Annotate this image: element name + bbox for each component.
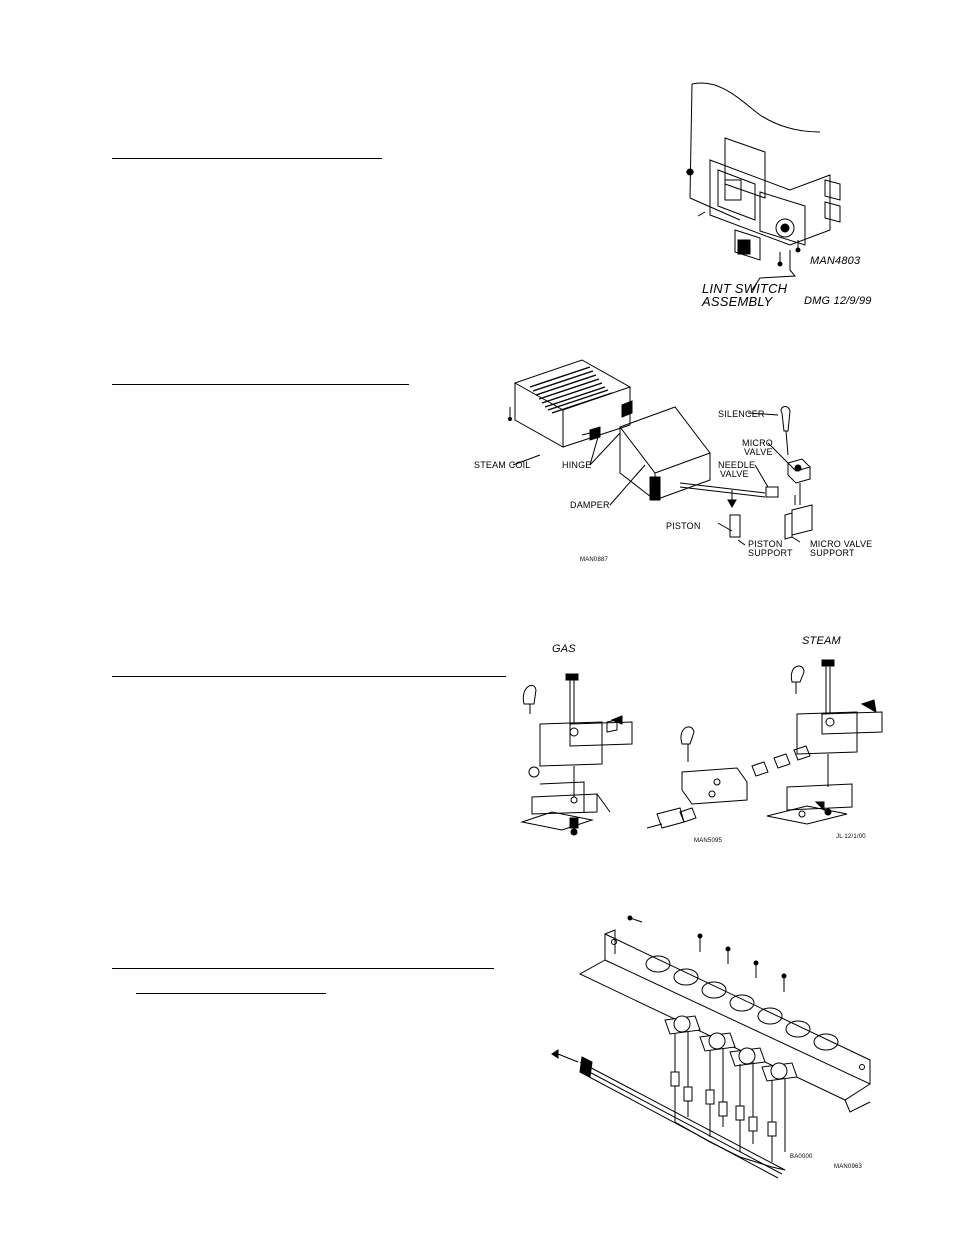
section-rule-4 [112,968,494,969]
piston-label: PISTON [666,521,701,531]
section-rule-4b [136,993,326,994]
lint-switch-drawn-by: DMG 12/9/99 [804,295,872,307]
damper-label: DAMPER [570,500,610,510]
valves-drawing-no: MAN5095 [694,838,723,844]
piston-support-label-1: PISTON [748,539,783,549]
micro-valve-support-label-1: MICRO VALVE [810,539,873,549]
steam-label: STEAM [802,635,841,647]
bracket-figure: BA0000 MAN0963 [550,912,880,1187]
steam-coil-label: STEAM COIL [474,460,531,470]
steam-damper-drawing [508,359,813,546]
bracket-drawing-no: MAN0963 [834,1164,863,1170]
section-rule-3 [112,676,506,677]
lint-switch-drawing-no: MAN4803 [810,255,861,267]
gas-label: GAS [552,643,576,655]
silencer-label: SILENCER [718,409,765,419]
bracket-small-code: BA0000 [790,1154,813,1160]
lint-switch-drawing [686,82,841,291]
micro-valve-label-1: MICRO [742,438,773,448]
steam-damper-figure: SILENCER MICRO VALVE NEEDLE VALVE STEAM … [470,355,880,570]
piston-support-label-2: SUPPORT [748,548,793,558]
lint-switch-label-2: ASSEMBLY [702,294,773,309]
micro-valve-label-2: VALVE [744,447,773,457]
needle-valve-label-1: NEEDLE [718,460,756,470]
section-rule-2 [112,384,409,385]
valves-drawn-by: JL 12/1/00 [836,834,866,840]
hinge-label: HINGE [562,460,592,470]
steam-damper-drawing-no: MAN0887 [580,557,609,563]
bracket-drawing [551,915,871,1179]
micro-valve-support-label-2: SUPPORT [810,548,855,558]
valves-drawing [520,659,883,836]
valves-figure: GAS STEAM MAN5095 JL 12/1/00 [512,632,883,847]
lint-switch-figure: MAN4803 LINT SWITCH ASSEMBLY DMG 12/9/99 [680,80,880,310]
needle-valve-label-2: VALVE [720,469,749,479]
section-rule-1 [112,158,382,159]
lint-switch-label: LINT SWITCH [702,281,788,296]
